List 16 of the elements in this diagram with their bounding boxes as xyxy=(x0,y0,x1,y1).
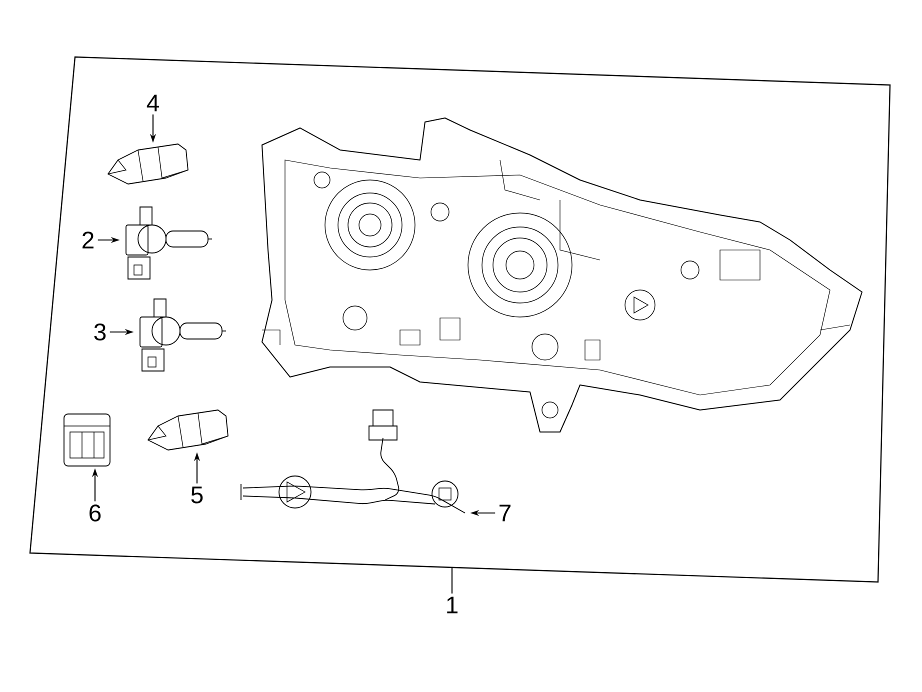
callout-number: 4 xyxy=(146,94,159,112)
leader-line xyxy=(451,567,453,594)
callout-number: 5 xyxy=(191,486,203,504)
wedge-bulb-drawing xyxy=(108,144,188,184)
wedge-bulb-drawing xyxy=(148,410,228,450)
callout-number: 1 xyxy=(447,596,458,614)
frame-border xyxy=(29,56,891,583)
callout-number: 3 xyxy=(94,324,106,340)
headlamp-drawing xyxy=(262,118,862,432)
halogen-bulb-drawing xyxy=(140,298,226,372)
callout-number: 6 xyxy=(90,504,101,522)
callout-number: 7 xyxy=(500,504,510,522)
bulb-socket-drawing xyxy=(64,414,110,466)
callout-number: 2 xyxy=(82,232,94,248)
halogen-bulb-drawing xyxy=(126,206,212,280)
wiring-harness-drawing xyxy=(240,410,466,514)
